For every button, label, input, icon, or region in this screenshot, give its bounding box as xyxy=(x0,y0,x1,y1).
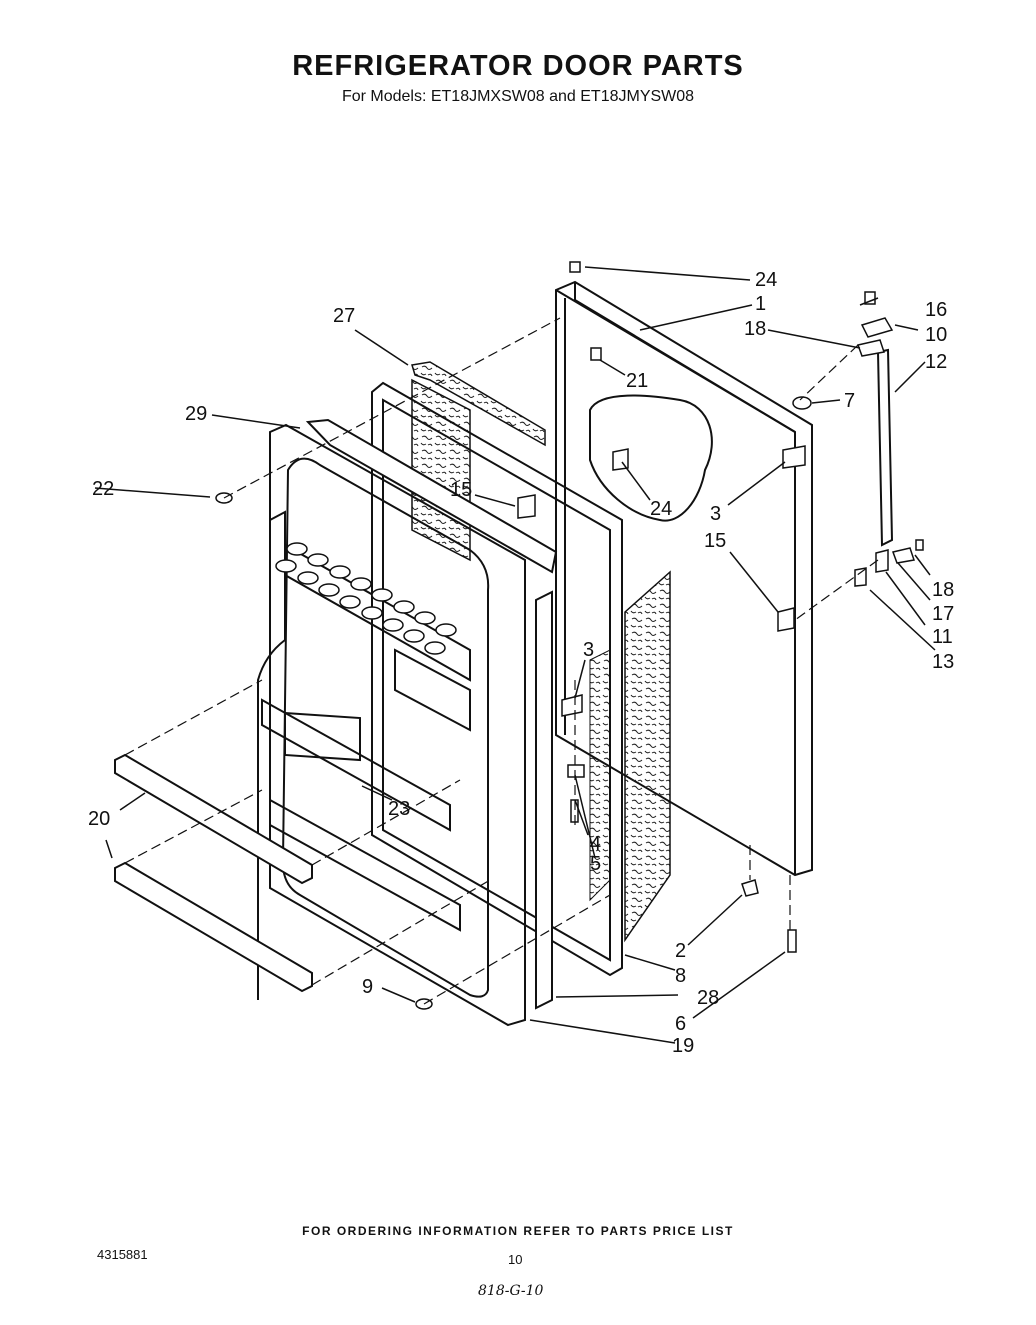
right-foam-insulation xyxy=(624,570,671,943)
door-cutaway-area xyxy=(589,394,713,522)
callout-1: 1 xyxy=(755,293,766,315)
door-handle xyxy=(876,348,894,547)
callout-3-upper: 3 xyxy=(710,503,721,525)
hardware-parts xyxy=(215,261,924,1010)
callout-15-right: 15 xyxy=(704,530,726,552)
model-subtitle: For Models: ET18JMXSW08 and ET18JMYSW08 xyxy=(341,88,695,105)
door-gasket xyxy=(371,381,623,977)
breaker-strip xyxy=(305,418,558,574)
callout-23: 23 xyxy=(388,798,410,820)
callout-22: 22 xyxy=(92,478,114,500)
callout-19: 19 xyxy=(672,1035,694,1057)
callout-16: 16 xyxy=(925,299,947,321)
callout-17: 17 xyxy=(932,603,954,625)
page-number: 10 xyxy=(508,1252,523,1267)
callout-28: 28 xyxy=(697,987,719,1009)
callout-6-top: 24 xyxy=(755,269,777,291)
egg-tray xyxy=(275,542,457,655)
callout-13: 13 xyxy=(932,651,954,673)
callout-2: 2 xyxy=(675,940,686,962)
callout-12: 12 xyxy=(925,351,947,373)
callout-29: 29 xyxy=(185,403,207,425)
callout-labels: 24 1 18 16 10 12 7 21 24 3 15 18 17 11 1… xyxy=(88,269,954,1057)
callout-3-lower: 3 xyxy=(583,639,594,661)
callout-5: 5 xyxy=(590,853,601,875)
alignment-lines xyxy=(124,317,879,1005)
ordering-note: FOR ORDERING INFORMATION REFER TO PARTS … xyxy=(302,1224,734,1238)
top-foam-insulation xyxy=(411,361,546,447)
callout-6-bottom: 6 xyxy=(675,1013,686,1035)
page-title: REFRIGERATOR DOOR PARTS xyxy=(292,50,744,82)
door-liner xyxy=(257,423,526,1027)
callout-11: 11 xyxy=(932,626,953,648)
door-shelf-bars xyxy=(114,753,313,993)
document-number: 4315881 xyxy=(97,1247,148,1262)
side-trim-strip xyxy=(535,590,553,1010)
callout-21: 21 xyxy=(626,370,648,392)
callout-15-left: 15 xyxy=(450,479,472,501)
outer-door-panel xyxy=(555,280,813,877)
callout-20: 20 xyxy=(88,808,110,830)
callout-8: 8 xyxy=(675,965,686,987)
callout-10: 10 xyxy=(925,324,947,346)
callout-18: 18 xyxy=(932,579,954,601)
callout-7: 7 xyxy=(844,390,855,412)
callout-9: 9 xyxy=(362,976,373,998)
callout-27: 27 xyxy=(333,305,355,327)
callout-24: 24 xyxy=(650,498,672,520)
callout-14: 18 xyxy=(744,318,766,340)
callout-4: 4 xyxy=(590,833,601,855)
handwritten-note: 818-G-10 xyxy=(478,1283,544,1299)
leader-lines xyxy=(94,266,936,1044)
